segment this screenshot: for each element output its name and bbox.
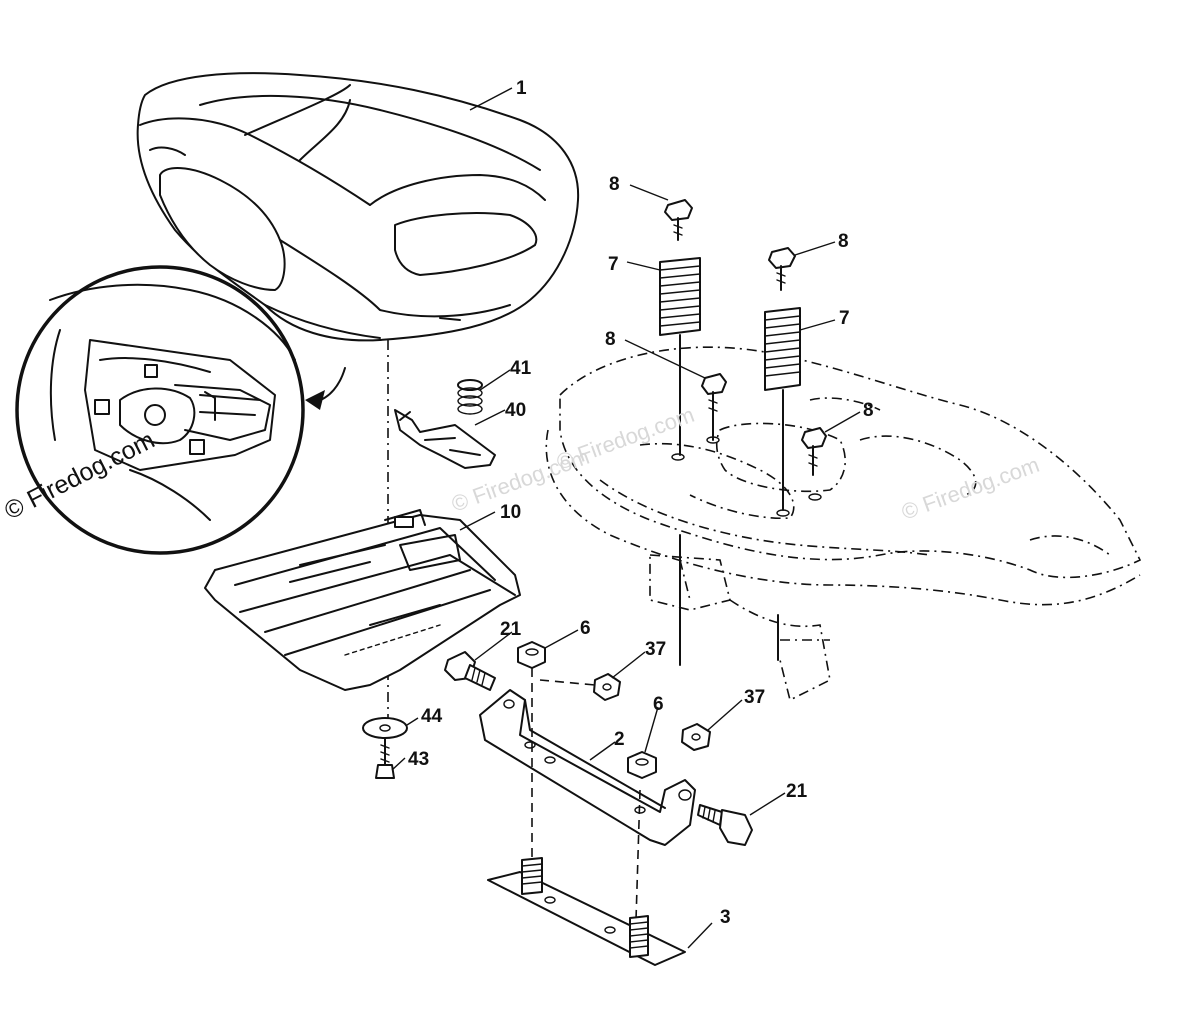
watermark-right: © Firedog.com (898, 452, 1042, 525)
callout-8a: 8 (609, 174, 620, 195)
nut-6-mid (627, 751, 657, 779)
callout-21b: 21 (786, 781, 808, 802)
callout-8d: 8 (863, 400, 874, 421)
frame-outline (545, 346, 1142, 702)
callout-2: 2 (614, 729, 625, 750)
arrow-icon (305, 390, 325, 410)
callout-40: 40 (505, 400, 526, 421)
callout-8c: 8 (605, 329, 616, 350)
callout-6a: 6 (580, 618, 591, 639)
bolt-21-left (444, 651, 496, 691)
callout-21a: 21 (500, 619, 522, 640)
callout-44: 44 (421, 706, 443, 727)
hardware-right (764, 247, 827, 511)
nut-6-top (517, 641, 546, 669)
callout-labels: 1 8 8 7 7 8 8 41 40 10 21 6 37 6 2 37 21… (408, 78, 874, 928)
leader-lines (391, 87, 861, 949)
bolt-21-right (697, 804, 753, 846)
callout-37b: 37 (744, 687, 765, 708)
callout-37a: 37 (645, 639, 666, 660)
seat (136, 72, 580, 342)
watermark-mid: © Firedog.com (553, 402, 697, 475)
seat-pan (204, 509, 521, 691)
callout-10: 10 (500, 502, 521, 523)
washer-44 (362, 717, 408, 739)
callout-41: 41 (510, 358, 532, 379)
callout-8b: 8 (838, 231, 849, 252)
callout-3: 3 (720, 907, 731, 928)
callout-1: 1 (516, 78, 527, 99)
screw-43 (375, 737, 395, 779)
spring-41 (457, 379, 483, 415)
plate-3 (487, 857, 686, 966)
nut-37-left (593, 673, 621, 701)
nut-37-right (681, 723, 711, 751)
hardware-left (659, 199, 727, 456)
callout-7b: 7 (839, 308, 850, 329)
callout-7a: 7 (608, 254, 619, 275)
latch-40 (394, 409, 496, 469)
callout-43: 43 (408, 749, 429, 770)
callout-6b: 6 (653, 694, 664, 715)
inset-detail (15, 265, 346, 555)
